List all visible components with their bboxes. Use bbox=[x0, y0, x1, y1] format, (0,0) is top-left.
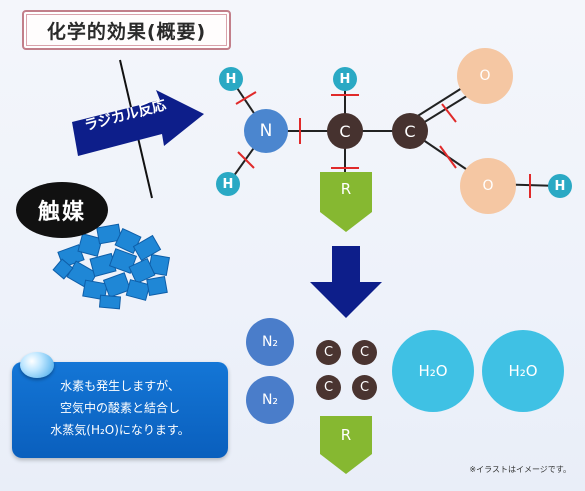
nitrogen-molecule-2: N₂ bbox=[246, 376, 294, 424]
note-line-3: 水蒸気(H₂O)になります。 bbox=[50, 423, 190, 437]
r-group-label-top: R bbox=[340, 180, 352, 198]
radical-arrow bbox=[72, 90, 204, 156]
r-group-label-bottom: R bbox=[340, 426, 352, 444]
page-title: 化学的効果(概要) bbox=[22, 10, 231, 50]
carbon-small-4: C bbox=[352, 375, 377, 400]
carbon-small-2: C bbox=[352, 340, 377, 365]
water-drop-icon bbox=[20, 352, 54, 378]
r-group-arrow-bottom bbox=[320, 416, 372, 474]
water-molecule-1: H₂O bbox=[392, 330, 474, 412]
reaction-down-arrow bbox=[310, 246, 382, 318]
carbon-atom-2: C bbox=[392, 113, 428, 149]
oxygen-atom-1: O bbox=[457, 48, 513, 104]
hydrogen-atom-4: H bbox=[548, 174, 572, 198]
oxygen-atom-2: O bbox=[460, 158, 516, 214]
illustration-footnote: ※イラストはイメージです。 bbox=[469, 465, 571, 474]
nitrogen-atom: N bbox=[244, 109, 288, 153]
note-line-1: 水素も発生しますが、 bbox=[60, 379, 180, 393]
hydrogen-atom-2: H bbox=[216, 172, 240, 196]
note-line-2: 空気中の酸素と結合し bbox=[59, 401, 180, 415]
bond-break-marks bbox=[235, 91, 531, 198]
hydrogen-atom-1: H bbox=[219, 67, 243, 91]
r-group-arrow-top bbox=[320, 172, 372, 232]
catalyst-particles bbox=[52, 223, 171, 310]
carbon-atom-1: C bbox=[327, 113, 363, 149]
hydrogen-atom-3: H bbox=[333, 67, 357, 91]
catalyst-label: 触媒 bbox=[16, 182, 108, 238]
water-molecule-2: H₂O bbox=[482, 330, 564, 412]
nitrogen-molecule-1: N₂ bbox=[246, 318, 294, 366]
hydrogen-note-box: 水素も発生しますが、 空気中の酸素と結合し 水蒸気(H₂O)になります。 bbox=[12, 362, 228, 458]
carbon-small-3: C bbox=[316, 375, 341, 400]
carbon-small-1: C bbox=[316, 340, 341, 365]
